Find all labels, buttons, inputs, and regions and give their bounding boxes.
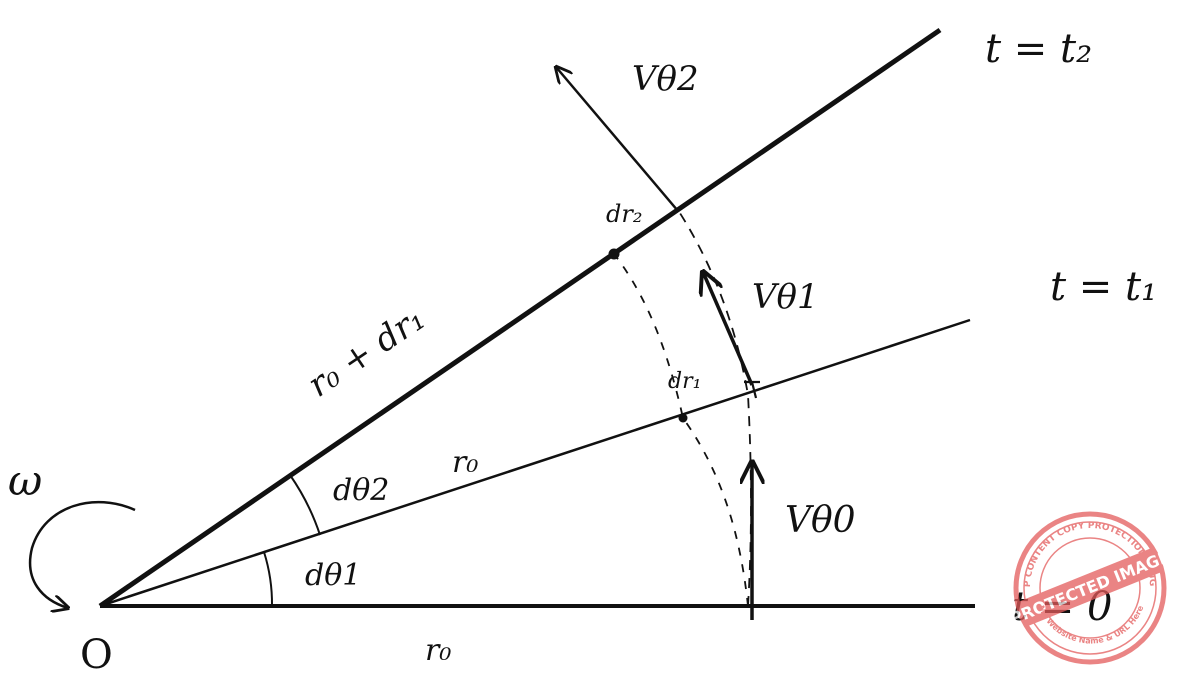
line-t1: [99, 318, 971, 608]
label-v-theta1: Vθ1: [752, 277, 819, 317]
copy-protection-stamp: WP CONTENT COPY PROTECTION PLUGIN PROTEC…: [0, 0, 1167, 665]
label-d-theta1: dθ1: [305, 558, 361, 593]
line-t2: [98, 27, 942, 609]
marker-v-theta1-base: [744, 380, 760, 399]
point-r0-plus-dr1: [608, 248, 620, 260]
label-d-theta2: dθ2: [333, 473, 389, 508]
label-omega: ω: [8, 456, 42, 505]
label-t-equals-t2: t = t₂: [985, 26, 1092, 72]
label-v-theta0: Vθ0: [785, 500, 856, 541]
vector-v-theta1: [703, 272, 754, 386]
label-dr1: dr₁: [668, 369, 701, 394]
omega-rotation-arrow: [28, 501, 136, 608]
point-r0-on-t1: [678, 413, 688, 423]
label-v-theta2: Vθ2: [632, 59, 699, 99]
label-r0-middle: r₀: [452, 445, 478, 480]
arc-dtheta1: [263, 551, 274, 607]
label-dr2: dr₂: [606, 200, 642, 228]
svg-text:WP CONTENT COPY PROTECTION PLU: WP CONTENT COPY PROTECTION PLUGIN: [0, 0, 1157, 588]
label-origin: O: [80, 632, 113, 675]
label-t-equals-t1: t = t₁: [1050, 264, 1157, 310]
arc-dtheta2: [289, 474, 321, 536]
vector-v-theta2: [556, 67, 679, 212]
dashed-path-outer: [677, 209, 752, 607]
stamp-top-text: WP CONTENT COPY PROTECTION PLUGIN: [0, 0, 1157, 588]
label-r0-bottom: r₀: [425, 633, 451, 668]
dashed-path-inner: [613, 253, 749, 607]
